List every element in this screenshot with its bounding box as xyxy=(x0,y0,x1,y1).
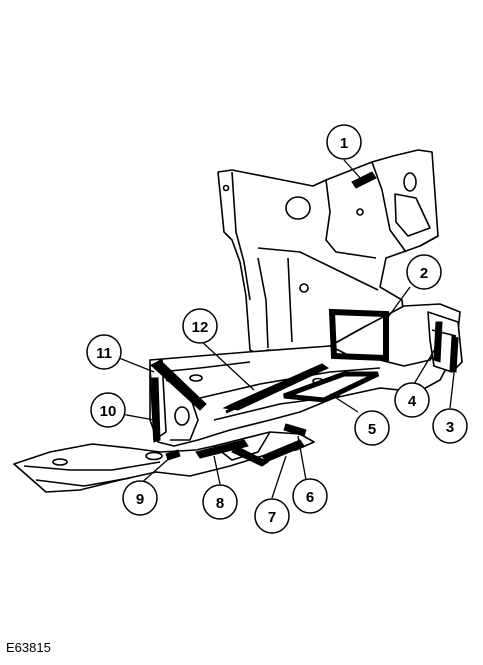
callout-4-label: 4 xyxy=(408,393,417,410)
body-panel-drawing xyxy=(13,149,463,493)
callout-2: 2 xyxy=(406,254,442,290)
callout-3: 3 xyxy=(432,408,468,444)
callouts: 1 2 3 4 5 6 7 8 xyxy=(86,124,468,534)
callout-8: 8 xyxy=(202,484,238,520)
callout-5-label: 5 xyxy=(368,421,376,438)
callout-8-label: 8 xyxy=(216,495,224,512)
callout-11-label: 11 xyxy=(96,345,112,362)
callout-5: 5 xyxy=(354,410,390,446)
callout-10-label: 10 xyxy=(100,403,117,420)
seal-strips xyxy=(151,171,459,467)
callout-12: 12 xyxy=(182,308,218,344)
callout-6-label: 6 xyxy=(306,489,314,506)
callout-12-label: 12 xyxy=(192,319,209,336)
callout-9: 9 xyxy=(122,480,158,516)
callout-3-label: 3 xyxy=(446,419,454,436)
callout-4: 4 xyxy=(394,382,430,418)
callout-2-label: 2 xyxy=(420,265,428,282)
callout-1-label: 1 xyxy=(340,135,348,152)
leader-lines xyxy=(103,159,457,499)
callout-11: 11 xyxy=(86,334,122,370)
callout-7: 7 xyxy=(254,498,290,534)
callout-1: 1 xyxy=(326,124,362,160)
figure-id: E63815 xyxy=(6,640,51,655)
callout-9-label: 9 xyxy=(136,491,144,508)
callout-6: 6 xyxy=(292,478,328,514)
callout-7-label: 7 xyxy=(268,509,276,526)
callout-10: 10 xyxy=(90,392,126,428)
